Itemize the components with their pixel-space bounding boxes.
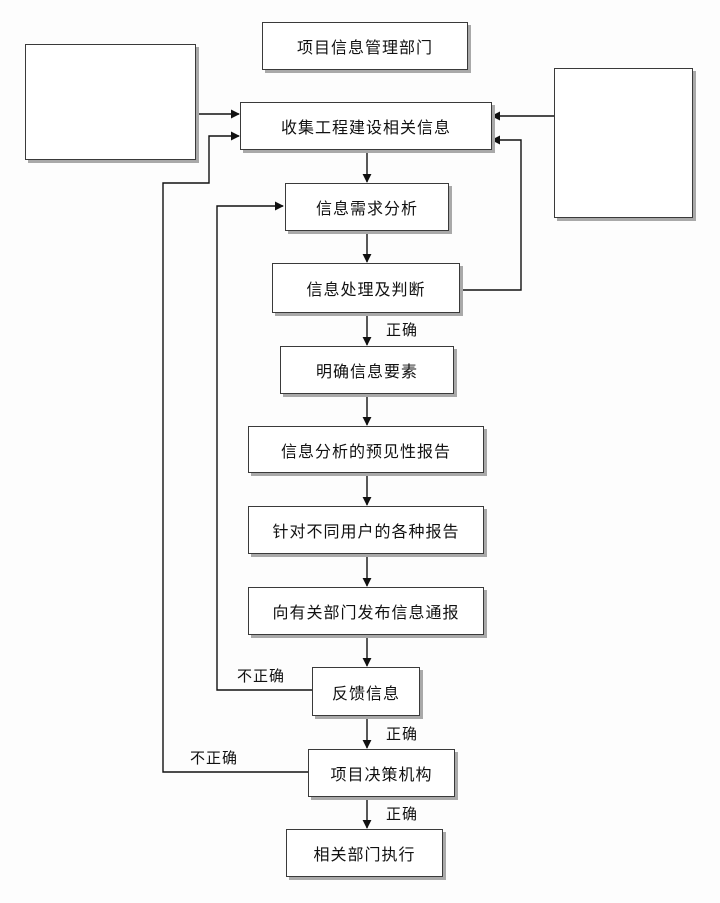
arrow-feedback-incorrect-to-demand: [216, 201, 312, 691]
node-collect-label: 收集工程建设相关信息: [280, 118, 451, 137]
edge-label-incorrect-1: 不正确: [237, 667, 286, 685]
arrow-process-loop-to-collect: [460, 135, 522, 291]
node-demand-label: 信息需求分析: [315, 199, 418, 218]
node-reports: 针对不同用户的各种报告: [248, 506, 484, 554]
node-reports-label: 针对不同用户的各种报告: [272, 522, 460, 541]
node-process: 信息处理及判断: [272, 263, 460, 313]
edge-label-correct-2: 正确: [386, 725, 419, 743]
left-blank-box: [25, 44, 196, 160]
node-demand: 信息需求分析: [285, 183, 449, 231]
right-blank-box: [554, 68, 693, 218]
node-execute: 相关部门执行: [286, 829, 443, 877]
edge-label-correct-1: 正确: [386, 321, 419, 339]
node-process-label: 信息处理及判断: [306, 280, 426, 299]
node-dept-label: 项目信息管理部门: [296, 38, 433, 57]
node-decision: 项目决策机构: [308, 749, 455, 797]
node-feedback: 反馈信息: [312, 667, 420, 716]
node-execute-label: 相关部门执行: [313, 845, 416, 864]
node-publish-label: 向有关部门发布信息通报: [272, 603, 460, 622]
node-elements: 明确信息要素: [280, 346, 454, 394]
arrow-decision-incorrect-to-collect: [162, 131, 308, 773]
node-forecast: 信息分析的预见性报告: [248, 426, 484, 473]
node-forecast-label: 信息分析的预见性报告: [280, 441, 451, 461]
node-feedback-label: 反馈信息: [331, 683, 400, 703]
node-decision-label: 项目决策机构: [330, 765, 433, 784]
node-publish: 向有关部门发布信息通报: [248, 587, 484, 635]
node-elements-label: 明确信息要素: [315, 362, 418, 381]
node-dept: 项目信息管理部门: [262, 22, 468, 70]
edge-label-correct-3: 正确: [386, 805, 419, 823]
node-collect: 收集工程建设相关信息: [240, 102, 492, 150]
edge-label-incorrect-2: 不正确: [190, 749, 239, 767]
